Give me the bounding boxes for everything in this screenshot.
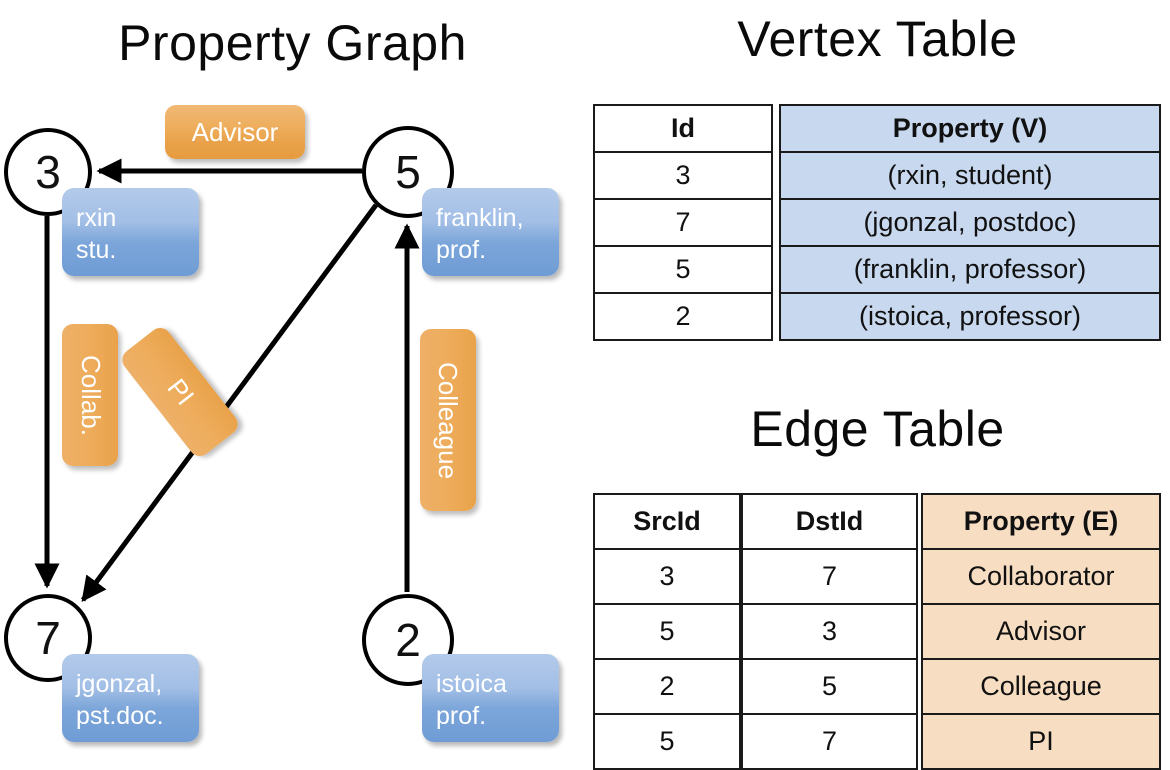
table-row: 5 [593,245,773,294]
vertex-id-cell: 3 [593,151,773,200]
edge-label-pi-text: PI [161,372,200,411]
page-title-vertex-table: Vertex Table [737,11,1018,67]
vertex-property-box-2: istoica prof. [422,654,559,742]
edge-table-srcid-column: SrcId 3 5 2 5 [593,493,741,770]
table-row: 5 [593,713,741,770]
vertex-table-header-property: Property (V) [779,104,1161,153]
edge-src-cell: 5 [593,713,741,770]
edge-property-cell: PI [921,713,1161,770]
table-row: 5 [741,658,918,715]
table-row: 3 [741,603,918,660]
vertex-property-cell: (jgonzal, postdoc) [779,198,1161,247]
edge-table-dstid-column: DstId 7 3 5 7 [741,493,918,770]
table-row: 3 [593,151,773,200]
table-header-row: DstId [741,493,918,550]
vertex-property-cell: (istoica, professor) [779,292,1161,341]
edge-label-colleague: Colleague [420,329,476,511]
edge-table-header-property: Property (E) [921,493,1161,550]
edge-property-cell: Advisor [921,603,1161,660]
edge-label-collab: Collab. [62,324,118,466]
table-row: Collaborator [921,548,1161,605]
vertex-node-2[interactable]: 2 [362,594,454,686]
vertex-property-box-7: jgonzal, pst.doc. [62,654,199,742]
table-row: 2 [593,658,741,715]
edge-table-header-dstid: DstId [741,493,918,550]
table-header-row: Property (V) [779,104,1161,153]
table-header-row: SrcId [593,493,741,550]
edge-5-to-7-pi [80,203,379,603]
vertex-table-id-column: Id 3 7 5 2 [593,104,773,341]
edge-src-cell: 2 [593,658,741,715]
vertex-property-cell: (franklin, professor) [779,245,1161,294]
vertex-id-cell: 2 [593,292,773,341]
vertex-node-5[interactable]: 5 [362,126,454,218]
vertex-property-box-5: franklin, prof. [422,188,559,276]
vertex-table-header-id: Id [593,104,773,153]
vertex-table-property-column: Property (V) (rxin, student) (jgonzal, p… [779,104,1161,341]
edge-dst-cell: 7 [741,548,918,605]
graph-edges-svg [34,158,420,603]
edge-label-colleague-text: Colleague [433,361,464,479]
edge-table-property-column: Property (E) Collaborator Advisor Collea… [921,493,1161,770]
edge-table-header-srcid: SrcId [593,493,741,550]
property-graph-diagram: 3 5 7 2 rxin stu. franklin, prof. jgonza… [0,0,585,760]
edge-label-advisor-text: Advisor [191,116,279,147]
edge-property-cell: Collaborator [921,548,1161,605]
table-header-row: Property (E) [921,493,1161,550]
edge-dst-cell: 3 [741,603,918,660]
edge-dst-cell: 5 [741,658,918,715]
table-row: 7 [741,713,918,770]
table-row: 7 [741,548,918,605]
table-header-row: Id [593,104,773,153]
table-row: PI [921,713,1161,770]
table-row: (istoica, professor) [779,292,1161,341]
vertex-id-cell: 5 [593,245,773,294]
table-row: 2 [593,292,773,341]
table-row: Advisor [921,603,1161,660]
page-title-property-graph: Property Graph [118,15,467,71]
page-title-edge-table: Edge Table [750,401,1005,457]
edge-property-cell: Colleague [921,658,1161,715]
edge-label-collab-text: Collab. [75,354,106,436]
table-row: 5 [593,603,741,660]
vertex-property-cell: (rxin, student) [779,151,1161,200]
table-row: 7 [593,198,773,247]
table-row: Colleague [921,658,1161,715]
edge-label-advisor: Advisor [165,105,305,159]
vertex-property-box-3: rxin stu. [62,188,199,276]
edge-src-cell: 3 [593,548,741,605]
table-row: 3 [593,548,741,605]
table-row: (rxin, student) [779,151,1161,200]
table-row: (jgonzal, postdoc) [779,198,1161,247]
vertex-id-cell: 7 [593,198,773,247]
edge-dst-cell: 7 [741,713,918,770]
table-row: (franklin, professor) [779,245,1161,294]
edge-src-cell: 5 [593,603,741,660]
